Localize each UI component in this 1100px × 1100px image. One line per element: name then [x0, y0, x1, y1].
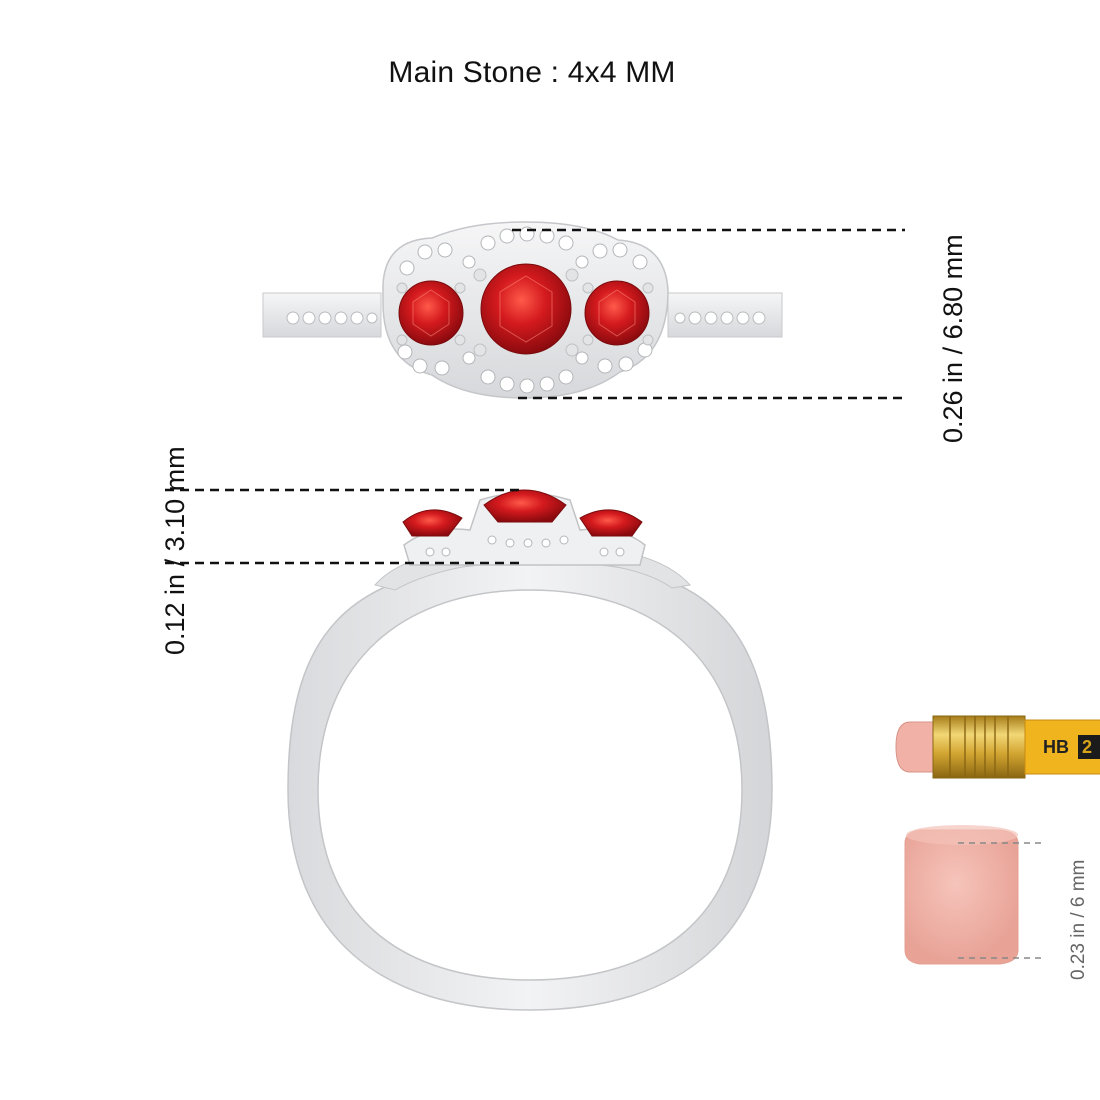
eraser-dimension-label: 0.23 in / 6 mm — [1068, 859, 1089, 980]
width-dimension-lines — [512, 228, 905, 400]
ruby-center — [480, 263, 572, 355]
height-dimension-label: 0.12 in / 3.10 mm — [160, 446, 190, 655]
eraser-illustration — [904, 825, 1019, 965]
ruby-side-right — [579, 509, 643, 537]
width-dimension-label: 0.26 in / 6.80 mm — [938, 234, 968, 443]
ruby-side-left — [402, 509, 463, 537]
eraser-dimension-lines — [958, 842, 1045, 959]
pencil-illustration — [895, 715, 1100, 779]
ring-side-view — [287, 489, 773, 1011]
pencil-number-label: 2 — [1082, 737, 1093, 757]
main-stone-title: Main Stone : 4x4 MM — [388, 56, 676, 89]
ring-top-view — [262, 221, 783, 399]
pencil-grade-label: HB — [1043, 737, 1069, 757]
ruby-side-center — [483, 489, 567, 523]
pencil-ferrule — [932, 715, 1026, 779]
ruby-right — [584, 280, 650, 346]
ruby-left — [398, 280, 464, 346]
height-dimension-lines — [165, 488, 525, 565]
